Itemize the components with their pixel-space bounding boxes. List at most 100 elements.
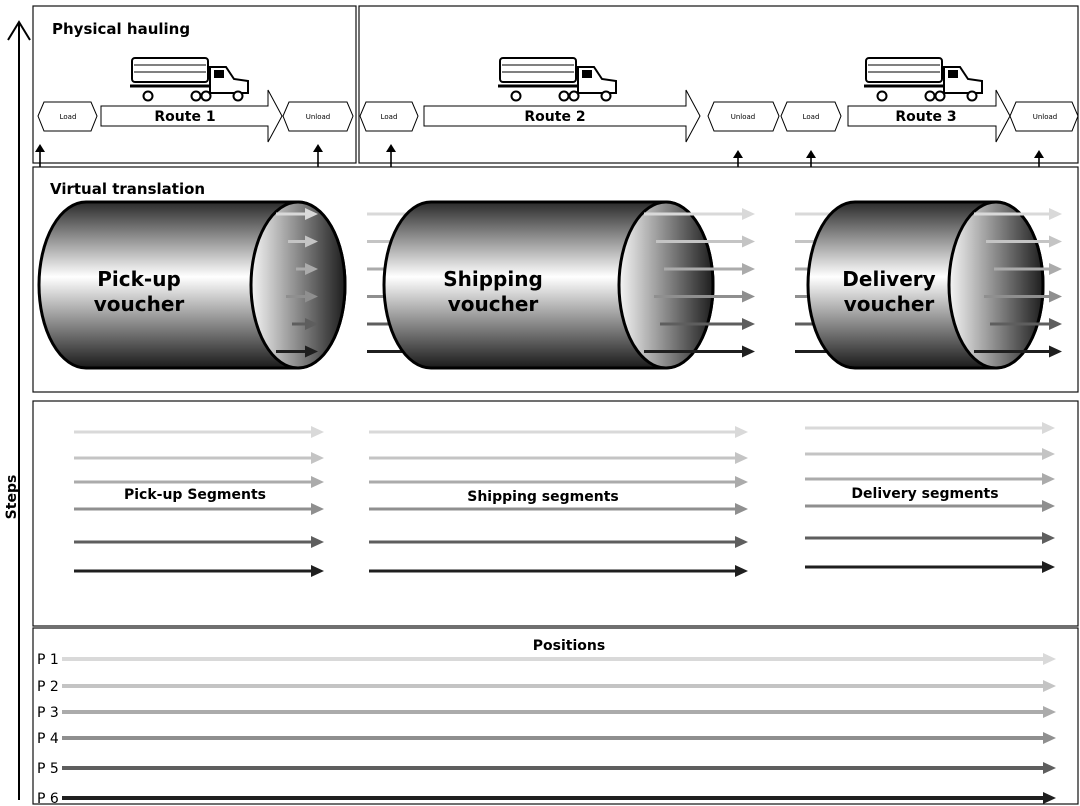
position-label: P 4 xyxy=(37,731,59,747)
segment-arrow xyxy=(805,561,1055,573)
route-3-arrow xyxy=(847,89,1011,143)
cylinder-cap xyxy=(249,200,347,370)
segments-panel: Pick-up Segments Shipping segments Deliv… xyxy=(32,400,1079,627)
outgoing-flow-arrow xyxy=(288,235,318,248)
outgoing-flow-arrow xyxy=(986,235,1062,248)
route-3-label: Route 3 xyxy=(895,109,956,125)
outgoing-flow-arrow xyxy=(654,290,755,303)
route-3-unload-label: Unload xyxy=(1033,113,1058,121)
position-row: P 1 xyxy=(37,652,1056,668)
position-label: P 6 xyxy=(37,791,59,806)
position-row: P 2 xyxy=(37,679,1056,695)
segment-arrow xyxy=(74,536,324,548)
segment-arrow xyxy=(369,565,748,577)
route-1-load-marker xyxy=(37,101,98,132)
truck-icon xyxy=(864,57,983,102)
segment-arrow xyxy=(74,452,324,464)
segment-arrow xyxy=(805,473,1055,485)
route-2-unload-marker xyxy=(707,101,780,132)
outgoing-flow-arrow xyxy=(984,290,1062,303)
voucher-label: Pick-up xyxy=(97,267,181,291)
segment-arrow xyxy=(369,536,748,548)
truck-icon xyxy=(498,57,617,102)
outgoing-flow-arrow xyxy=(276,345,318,358)
position-arrow xyxy=(62,732,1056,744)
position-label: P 3 xyxy=(37,705,59,721)
route-2-load-label: Load xyxy=(381,113,398,121)
route-1-unload-label: Unload xyxy=(306,113,331,121)
outgoing-flow-arrow xyxy=(994,263,1062,275)
position-arrow xyxy=(62,706,1056,718)
segment-arrow xyxy=(369,503,748,515)
route-1: Route 1 Load Unload xyxy=(37,89,354,143)
position-row: P 4 xyxy=(37,731,1056,747)
voucher-label: voucher xyxy=(844,292,935,316)
segment-arrow xyxy=(369,452,748,464)
position-row: P 3 xyxy=(37,705,1056,721)
segment-arrow xyxy=(74,503,324,515)
route-3-load-label: Load xyxy=(803,113,820,121)
pickup-segments-label: Pick-up Segments xyxy=(124,487,266,503)
position-arrow xyxy=(62,792,1056,804)
route-2-arrow xyxy=(423,89,701,143)
position-row: P 6 xyxy=(37,791,1056,806)
route-2-label: Route 2 xyxy=(524,109,585,125)
virtual-translation-panel: Virtual translation Pick-upvoucherShippi… xyxy=(32,166,1079,393)
outgoing-flow-arrow xyxy=(656,235,755,248)
shipping-segments-label: Shipping segments xyxy=(467,489,618,505)
virtual-translation-title: Virtual translation xyxy=(50,180,205,198)
positions-title: Positions xyxy=(533,638,605,654)
voucher-label: Delivery xyxy=(842,267,935,291)
segment-arrow xyxy=(805,532,1055,544)
position-rows: P 1 P 2 P 3 P 4 P 5 P 6 xyxy=(37,652,1056,806)
segment-arrow-groups xyxy=(74,422,1055,577)
position-label: P 5 xyxy=(37,761,59,777)
segment-arrow xyxy=(74,426,324,438)
voucher-label: voucher xyxy=(448,292,539,316)
route-2-unload-label: Unload xyxy=(731,113,756,121)
position-row: P 5 xyxy=(37,761,1056,777)
physical-hauling-panel: Physical hauling Route 1 Load Unload Rou… xyxy=(32,5,1079,164)
route-3-load-marker xyxy=(780,101,842,132)
route-3: Route 3 Load Unload xyxy=(780,89,1079,143)
outgoing-flow-arrow xyxy=(660,318,755,330)
route-2: Route 2 Load Unload xyxy=(359,89,780,143)
outgoing-flow-arrow xyxy=(296,263,318,275)
steps-axis-label: Steps xyxy=(4,475,20,520)
outgoing-flow-arrow xyxy=(286,290,318,303)
position-label: P 2 xyxy=(37,679,59,695)
route-1-unload-marker xyxy=(282,101,354,132)
voucher-cylinders: Pick-upvoucherShippingvoucherDeliveryvou… xyxy=(37,200,1062,370)
outgoing-flow-arrow xyxy=(990,318,1062,330)
route-1-label: Route 1 xyxy=(154,109,215,125)
route-2-load-marker xyxy=(359,101,419,132)
position-arrow xyxy=(62,762,1056,774)
physical-hauling-title: Physical hauling xyxy=(52,20,190,38)
outgoing-flow-arrow xyxy=(644,345,755,358)
delivery-segments-label: Delivery segments xyxy=(851,486,998,502)
route-3-unload-marker xyxy=(1009,101,1079,132)
steps-axis: Steps xyxy=(4,20,31,800)
segment-arrow xyxy=(74,476,324,488)
segment-arrow xyxy=(805,448,1055,460)
outgoing-flow-arrow xyxy=(974,208,1062,220)
outgoing-flow-arrow xyxy=(664,263,755,275)
outgoing-flow-arrow xyxy=(644,208,755,220)
route-1-arrow xyxy=(100,89,283,143)
segment-arrow xyxy=(369,476,748,488)
voucher-label: Shipping xyxy=(443,267,543,291)
segment-arrow xyxy=(805,500,1055,512)
truck-icon xyxy=(130,57,249,102)
cylinder-cap xyxy=(617,200,715,370)
route-1-load-label: Load xyxy=(60,113,77,121)
segment-arrow xyxy=(805,422,1055,434)
position-arrow xyxy=(62,680,1056,692)
position-label: P 1 xyxy=(37,652,59,668)
position-arrow xyxy=(62,653,1056,665)
outgoing-flow-arrow xyxy=(974,345,1062,358)
segment-arrow xyxy=(369,426,748,438)
